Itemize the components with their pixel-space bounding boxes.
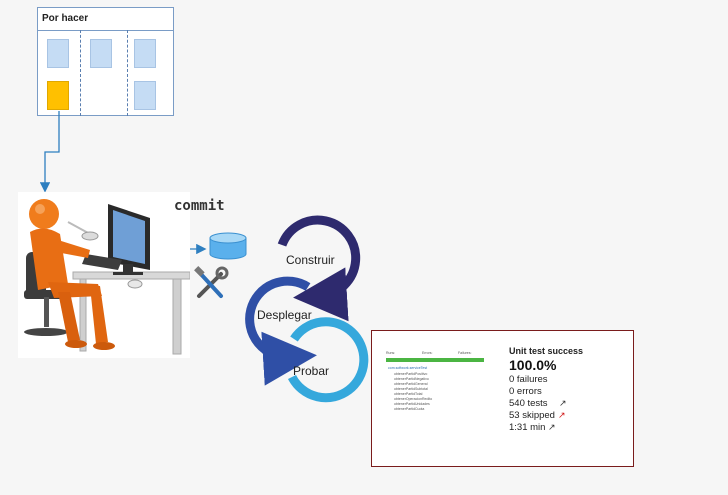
developer-workstation [18, 192, 191, 358]
report-failures-label: Failures: [458, 351, 472, 355]
unit-test-summary: Unit test success 100.0% 0 failures 0 er… [498, 342, 594, 434]
kanban-board: Por hacer [37, 7, 174, 116]
board-column-divider [80, 30, 81, 116]
board-column-divider [127, 30, 128, 116]
report-method: obtenerPartidCuota [394, 407, 425, 411]
board-title: Por hacer [42, 13, 89, 24]
report-method: obtenerPartidTotal [394, 392, 423, 396]
report-method: obtenerOperacionRedito [394, 397, 433, 401]
report-method: obtenerPartidPositivo [394, 372, 428, 376]
trend-arrow-icon: ↗ [548, 422, 556, 432]
stage-probar: Probar [293, 364, 330, 378]
probar-arc [287, 317, 369, 403]
summary-skipped: 53 skipped [509, 410, 555, 421]
construir-arc [277, 215, 361, 322]
report-method: obtenerPartidNegativo [394, 377, 429, 381]
report-errors-label: Errors: [422, 351, 433, 355]
board-to-developer-arrow [39, 111, 60, 193]
summary-duration: 1:31 min [509, 422, 546, 433]
desplegar-arc [245, 276, 317, 386]
pipeline-cycle [245, 215, 369, 403]
tools-icon [194, 266, 229, 298]
summary-percent: 100.0% [509, 357, 557, 373]
stage-construir: Construir [286, 253, 335, 267]
report-runs-label: Runs: [386, 351, 396, 355]
summary-tests: 540 tests [509, 398, 548, 409]
summary-failures: 0 failures [509, 374, 548, 385]
stage-desplegar: Desplegar [257, 308, 312, 322]
report-method: obtenerPartidSubtotal [394, 387, 428, 391]
sticky-note-icon [134, 39, 156, 68]
commit-label: commit [174, 198, 225, 214]
trend-arrow-icon: ↗ [559, 398, 567, 408]
person-at-computer-illustration [24, 199, 191, 355]
sticky-note-icon [90, 39, 112, 68]
board-header-divider [38, 30, 173, 31]
sticky-note-icon [47, 39, 69, 68]
database-icon [209, 232, 247, 260]
summary-errors: 0 errors [509, 386, 542, 397]
sticky-note-icon [134, 81, 156, 110]
report-suite-title: com.softwork.serviceTest [388, 366, 428, 370]
report-method: obtenerPartidUnidades [394, 402, 430, 406]
summary-title: Unit test success [509, 346, 584, 356]
sticky-note-icon [47, 81, 69, 110]
trend-arrow-icon: ↗ [558, 410, 566, 420]
report-method: obtenerPartidGeneral [394, 382, 428, 386]
test-progress-bar [386, 358, 484, 362]
junit-report-panel: Runs: Errors: Failures: com.softwork.ser… [384, 348, 487, 411]
